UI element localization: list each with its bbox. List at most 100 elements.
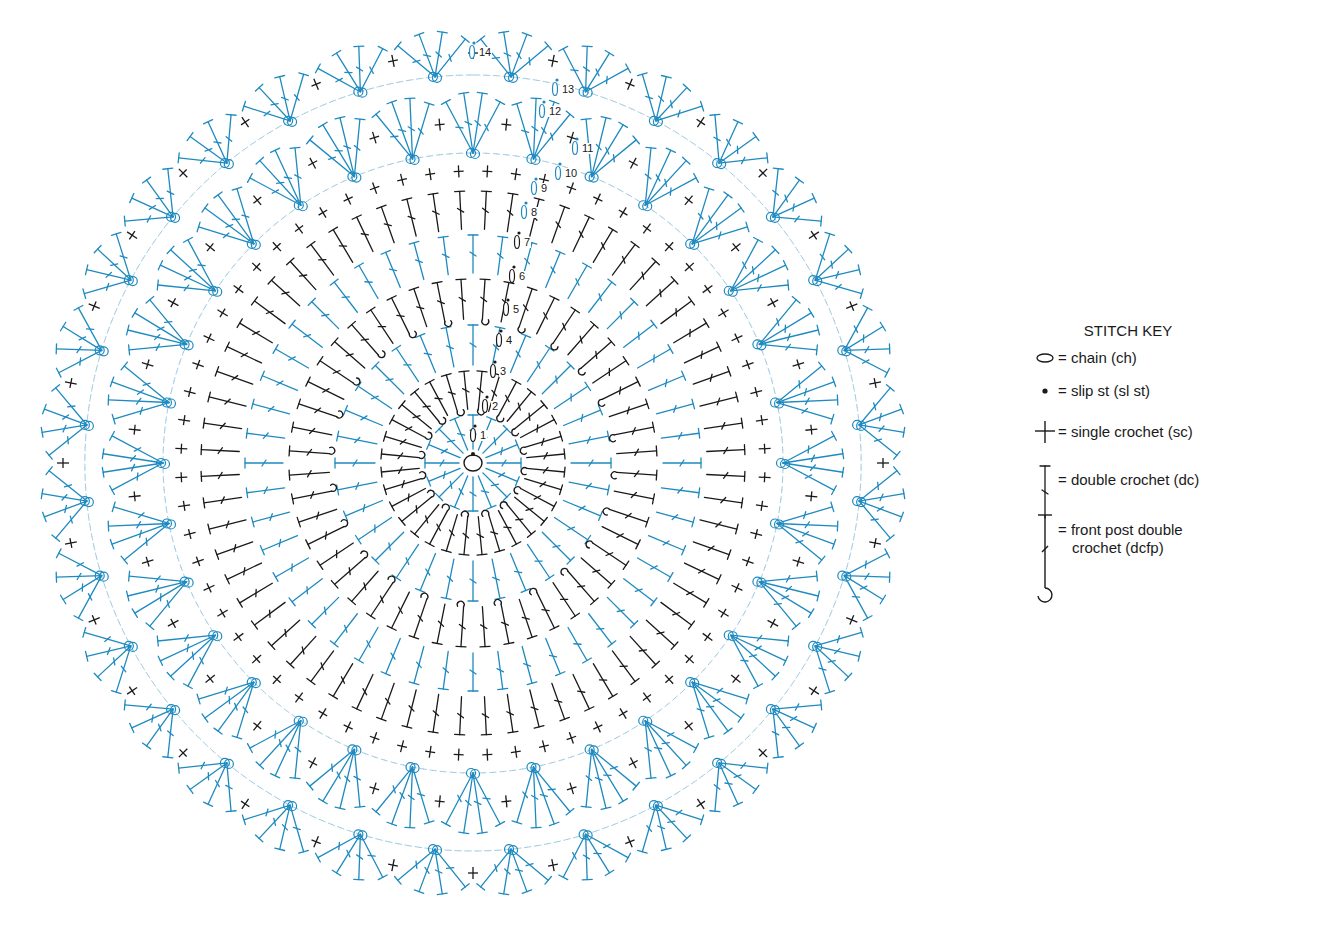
chain-ring [180,340,193,350]
sc-stitch [625,836,634,847]
dc-stitch [290,805,308,853]
dc-stitch [645,174,698,206]
chain-ring [771,519,784,529]
dc-stitch [586,834,614,875]
dc-stitch [546,250,565,287]
dc-stitch [289,470,329,480]
dc-stitch [844,350,889,377]
sc-stitch [756,415,768,425]
dc-stitch [710,763,720,812]
dc-stitch [102,449,163,463]
dc-stitch [731,635,789,646]
dc-stitch [661,297,695,324]
sc-stitch [217,609,227,618]
dc-stitch [157,635,215,646]
dc-stitch [569,482,609,495]
dc-stitch [268,620,300,649]
legend-text: = front post double crochet (dcfp) [1058,521,1232,557]
dc-stitch [815,280,863,298]
dc-stitch [468,235,478,273]
dc-stitch [777,403,834,424]
dc-stitch [468,561,478,601]
dc-stitch [414,33,435,77]
dc-stitch [337,482,377,495]
dc-stitch [507,694,518,732]
dc-stitch [498,511,520,547]
sc-stitch [142,360,153,370]
dcfp-stitch [289,446,335,456]
chain-ring [354,830,367,840]
dc-stitch [646,277,678,306]
dc-stitch [815,245,852,280]
dc-stitch [226,763,236,812]
sc-stitch [759,472,771,482]
sc-stitch [454,749,464,761]
dc-stitch [163,168,174,217]
dc-stitch [645,721,690,769]
dc-stitch [844,549,889,576]
sc-stitch [869,538,881,548]
dc-stitch [486,440,519,458]
dc-stitch [381,639,400,676]
dc-stitch [132,582,186,618]
dc-stitch [242,101,290,120]
dcfp-stitch [387,296,416,338]
dc-stitch [564,501,603,521]
sc-stitch [65,378,77,388]
dc-stitch [568,263,591,298]
dc-stitch [110,523,169,548]
sc-stitch [425,746,435,758]
round-number: 3 [499,366,507,377]
dc-stitch [511,554,531,593]
dc-stitch [108,395,169,405]
chain-ring [247,678,260,688]
dcfp-stitch [598,377,640,406]
sc-stitch [370,732,379,743]
dcfp-stitch [561,568,598,604]
dc-stitch [527,345,553,381]
dc-stitch [225,342,261,363]
dc-stitch [167,246,215,291]
dcfp-stitch [578,338,614,375]
dc-stitch [759,309,813,345]
dc-stitch [402,690,416,728]
slip-stitch [575,137,578,140]
dcfp-stitch [480,279,490,325]
sc-stitch [435,795,445,807]
stitch-chart [41,31,904,894]
dc-stitch [731,280,789,291]
dc-stitch [355,382,391,408]
dc-stitch [355,517,391,543]
sc-stitch [127,231,137,239]
dc-stitch [413,767,434,824]
seam-chain [504,303,509,316]
sc-stitch [344,194,353,205]
chain-ring [527,763,540,773]
dc-stitch [692,204,744,244]
dc-stitch [685,342,721,363]
round-number: 4 [505,335,513,346]
chain-ring [284,801,297,811]
chain-ring [428,845,441,855]
dc-stitch [354,834,364,880]
dc-stitch [455,191,465,229]
dc-stitch [348,571,378,604]
round-number: 2 [491,401,499,412]
dc-stitch [158,635,215,665]
sc-stitch [768,298,779,307]
dc-stitch [593,664,617,699]
dc-stitch [773,216,822,226]
dc-stitch [387,100,412,159]
sc-stitch [178,501,190,511]
dc-stitch [332,834,360,875]
dc-stitch [225,563,261,584]
dc-stitch [252,297,286,324]
sc-stitch [731,675,740,683]
dc-stitch [581,749,592,807]
dc-stitch [674,583,709,607]
magic-ring [464,455,482,471]
seam-chain [522,206,527,219]
slip-stitch [472,41,475,44]
dc-stitch [527,449,565,459]
chain-ring [348,172,361,182]
